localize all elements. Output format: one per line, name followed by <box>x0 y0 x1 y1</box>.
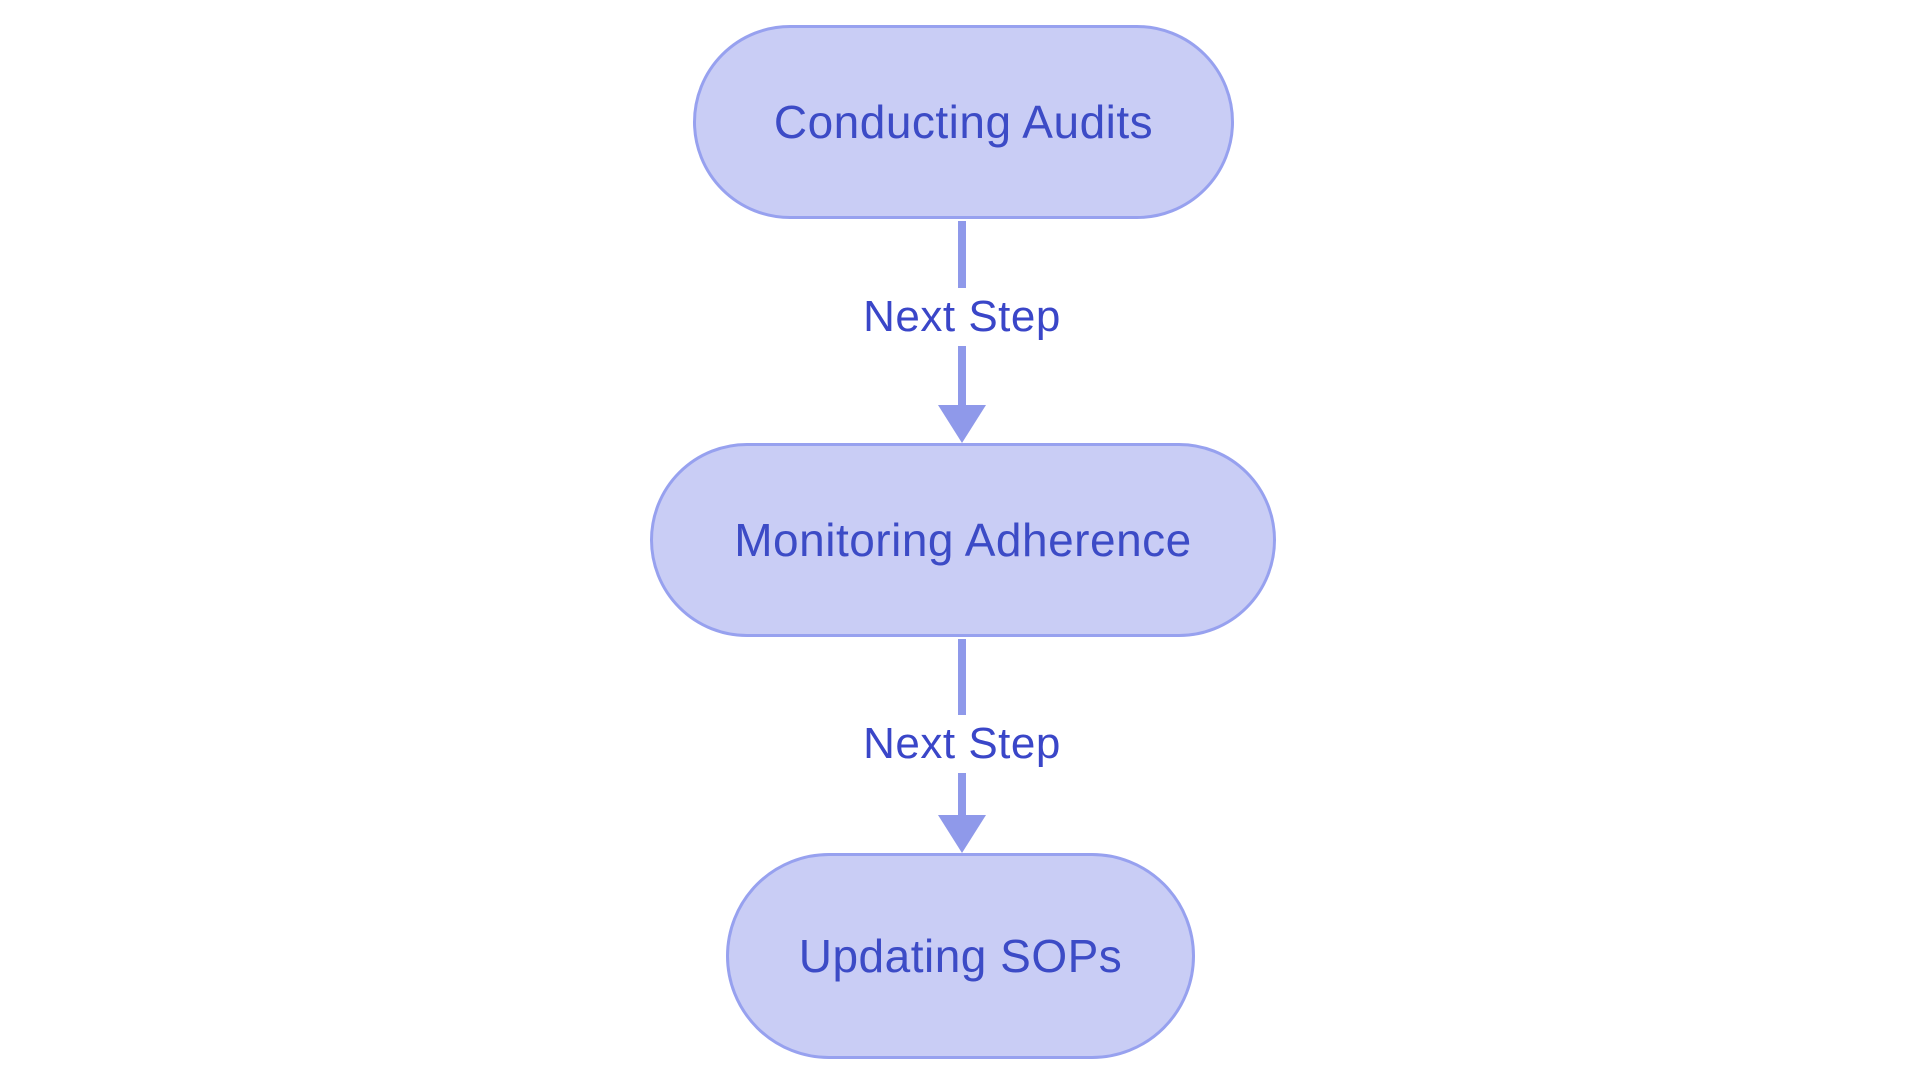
arrowhead-down-icon <box>938 815 986 853</box>
node-label: Updating SOPs <box>798 930 1123 982</box>
node-monitoring-adherence: Monitoring Adherence <box>650 443 1276 637</box>
edge-label: Next Step <box>853 715 1071 773</box>
node-label: Monitoring Adherence <box>734 514 1192 566</box>
node-updating-sops: Updating SOPs <box>726 853 1195 1059</box>
node-conducting-audits: Conducting Audits <box>693 25 1234 219</box>
arrowhead-down-icon <box>938 405 986 443</box>
edge-label: Next Step <box>853 288 1071 346</box>
node-label: Conducting Audits <box>773 96 1154 148</box>
